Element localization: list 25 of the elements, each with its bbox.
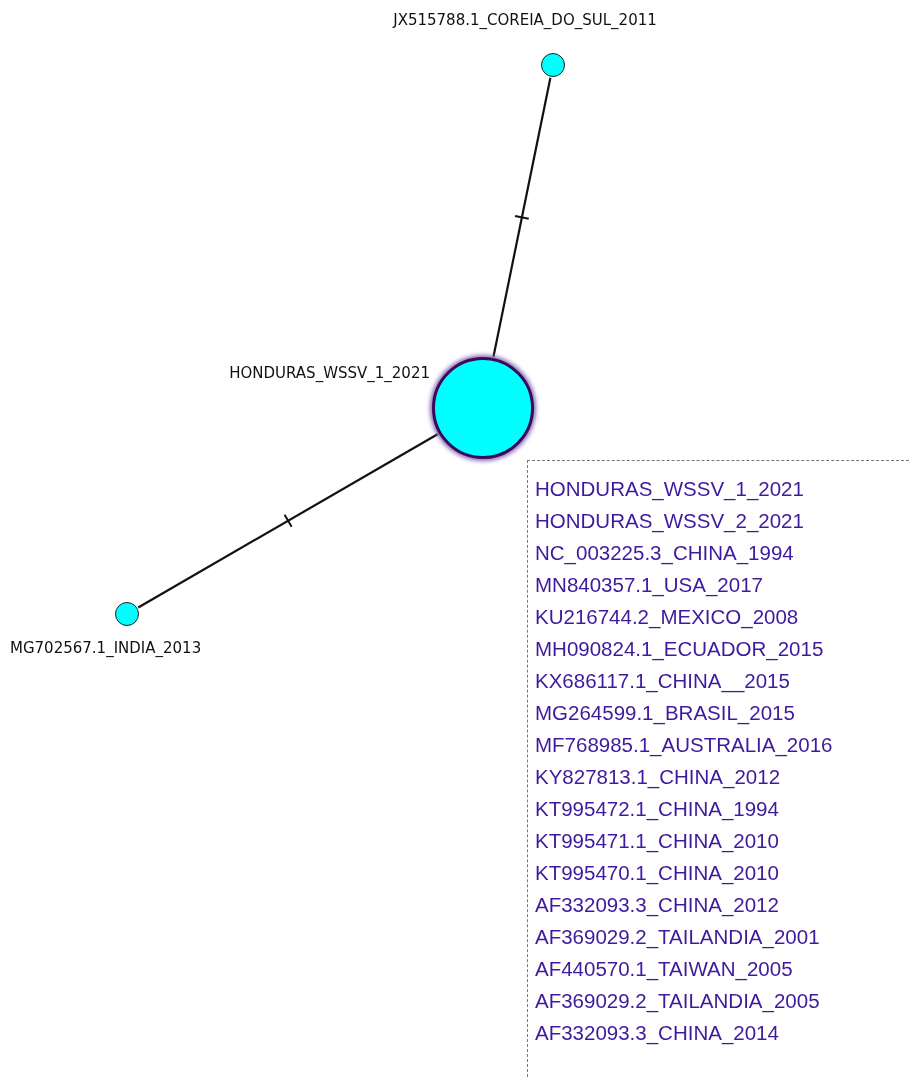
sequence-name: AF332093.3_CHINA_2014	[535, 1020, 780, 1047]
sequence-name: MN840357.1_USA_2017	[535, 572, 764, 599]
sequence-name: HONDURAS_WSSV_2_2021	[535, 508, 805, 535]
haplotype-circle	[115, 602, 139, 626]
sequence-name: KT995470.1_CHINA_2010	[535, 860, 780, 887]
sequence-name: MG264599.1_BRASIL_2015	[535, 700, 796, 727]
sequence-name: AF369029.2_TAILANDIA_2001	[535, 924, 821, 951]
haplotype-label: HONDURAS_WSSV_1_2021	[228, 364, 430, 382]
haplotype-list-box	[527, 460, 909, 1077]
sequence-name: HONDURAS_WSSV_1_2021	[535, 476, 805, 503]
sequence-name: AF440570.1_TAIWAN_2005	[535, 956, 794, 983]
sequence-name: NC_003225.3_CHINA_1994	[535, 540, 795, 567]
sequence-name: KX686117.1_CHINA__2015	[535, 668, 791, 695]
sequence-name: AF369029.2_TAILANDIA_2005	[535, 988, 821, 1015]
sequence-name: KT995472.1_CHINA_1994	[535, 796, 780, 823]
sequence-name: MH090824.1_ECUADOR_2015	[535, 636, 825, 663]
haplotype-label: JX515788.1_COREIA_DO_SUL_2011	[391, 11, 658, 29]
sequence-name: KU216744.2_MEXICO_2008	[535, 604, 800, 631]
sequence-name: KY827813.1_CHINA_2012	[535, 764, 782, 791]
haplotype-circle	[432, 357, 534, 459]
sequence-name: KT995471.1_CHINA_2010	[535, 828, 780, 855]
haplotype-circle	[541, 53, 565, 77]
sequence-name: AF332093.3_CHINA_2012	[535, 892, 780, 919]
sequence-name: MF768985.1_AUSTRALIA_2016	[535, 732, 834, 759]
haplotype-label: MG702567.1_INDIA_2013	[10, 639, 203, 657]
